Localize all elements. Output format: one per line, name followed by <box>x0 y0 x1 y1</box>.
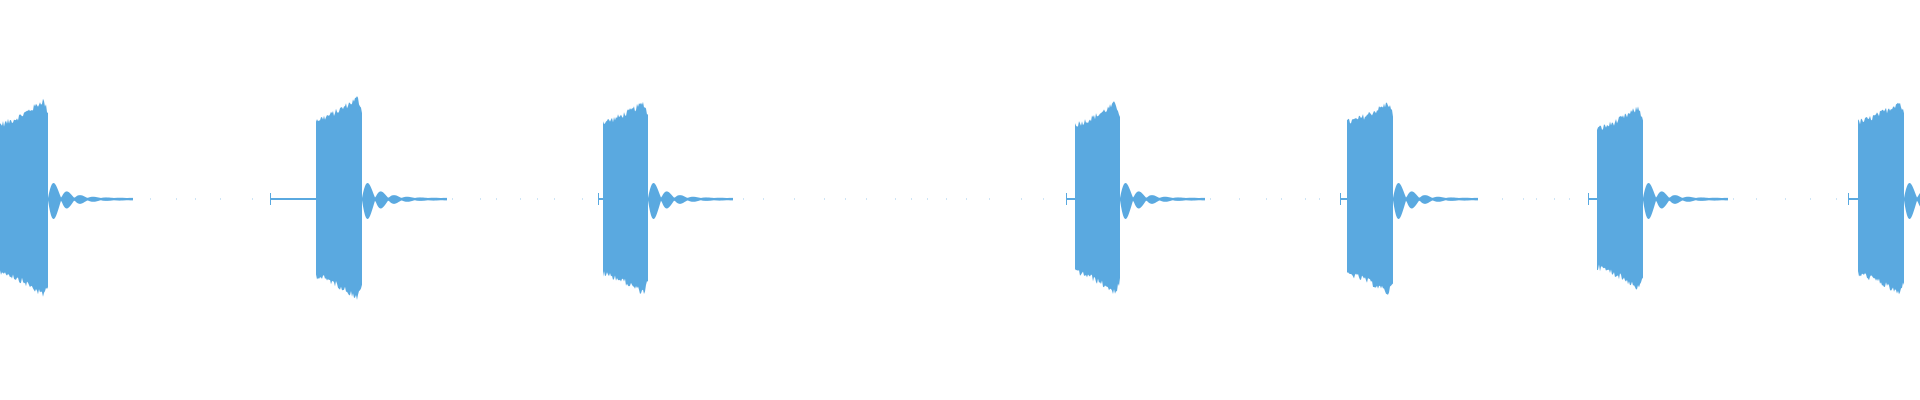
burst-lead-spike <box>270 193 271 205</box>
baseline-dot <box>845 198 846 200</box>
baseline-dot <box>582 198 583 200</box>
baseline-dot <box>452 198 453 200</box>
waveform-burst <box>270 96 447 300</box>
baseline-dot <box>176 198 177 200</box>
baseline-dot <box>1319 198 1320 200</box>
baseline-dot <box>1523 198 1524 200</box>
baseline-dot <box>220 198 221 200</box>
burst-lead-in <box>1340 198 1347 200</box>
baseline-dot <box>252 198 253 200</box>
baseline-dot <box>537 198 538 200</box>
baseline-dot <box>989 198 990 200</box>
baseline-dot <box>1554 198 1555 200</box>
baseline-dot <box>1569 198 1570 200</box>
baseline-dot <box>1210 198 1211 200</box>
baseline-dot <box>794 198 795 200</box>
baseline-dot <box>911 198 912 200</box>
baseline-dot <box>520 198 521 200</box>
baseline-dot <box>1785 198 1786 200</box>
baseline-dot <box>150 198 151 200</box>
burst-decay-tail <box>48 183 133 219</box>
burst-decay-tail <box>648 183 733 219</box>
waveform-burst <box>598 101 733 295</box>
burst-decay-tail <box>1904 183 1920 219</box>
baseline-dot <box>195 198 196 200</box>
baseline-dot <box>866 198 867 200</box>
baseline-dot <box>1733 198 1734 200</box>
burst-decay-tail <box>1393 183 1478 219</box>
baseline-dot <box>480 198 481 200</box>
burst-decay-tail <box>1120 183 1205 219</box>
baseline-dot <box>1281 198 1282 200</box>
burst-body <box>603 101 648 295</box>
baseline-dot <box>743 198 744 200</box>
burst-lead-spike <box>1066 193 1067 205</box>
burst-body <box>316 96 362 300</box>
baseline-dot <box>1305 198 1306 200</box>
baseline-dot <box>824 198 825 200</box>
burst-lead-in <box>1066 198 1075 200</box>
burst-lead-spike <box>1588 193 1589 205</box>
burst-lead-spike <box>1848 193 1849 205</box>
baseline-dot <box>763 198 764 200</box>
burst-lead-in <box>1848 198 1858 200</box>
baseline-dot <box>946 198 947 200</box>
burst-body <box>0 98 48 297</box>
baseline-dot <box>1043 198 1044 200</box>
burst-body <box>1858 102 1904 295</box>
baseline-dot <box>1021 198 1022 200</box>
burst-lead-spike <box>598 193 599 205</box>
baseline-dot <box>1266 198 1267 200</box>
baseline-dot <box>1502 198 1503 200</box>
burst-lead-in <box>1588 198 1597 200</box>
burst-lead-in <box>270 198 316 200</box>
baseline-dot <box>496 198 497 200</box>
waveform-burst <box>0 98 133 297</box>
burst-decay-tail <box>362 183 447 219</box>
burst-body <box>1597 106 1643 290</box>
burst-lead-spike <box>1340 193 1341 205</box>
baseline-dot <box>1536 198 1537 200</box>
baseline-dot <box>895 198 896 200</box>
burst-body <box>1075 101 1120 294</box>
waveform-bursts <box>0 96 1920 300</box>
waveform-burst <box>1588 106 1728 290</box>
baseline-dot <box>1836 198 1837 200</box>
waveform-burst <box>1066 101 1205 294</box>
baseline-dot <box>966 198 967 200</box>
baseline-dot <box>1239 198 1240 200</box>
baseline-dot <box>1756 198 1757 200</box>
waveform-burst <box>1340 102 1478 295</box>
baseline-dot <box>1810 198 1811 200</box>
burst-decay-tail <box>1643 183 1728 219</box>
baseline-dot <box>927 198 928 200</box>
burst-lead-in <box>598 198 603 200</box>
burst-body <box>1347 102 1393 295</box>
waveform-burst <box>1848 102 1920 295</box>
baseline-dot <box>554 198 555 200</box>
